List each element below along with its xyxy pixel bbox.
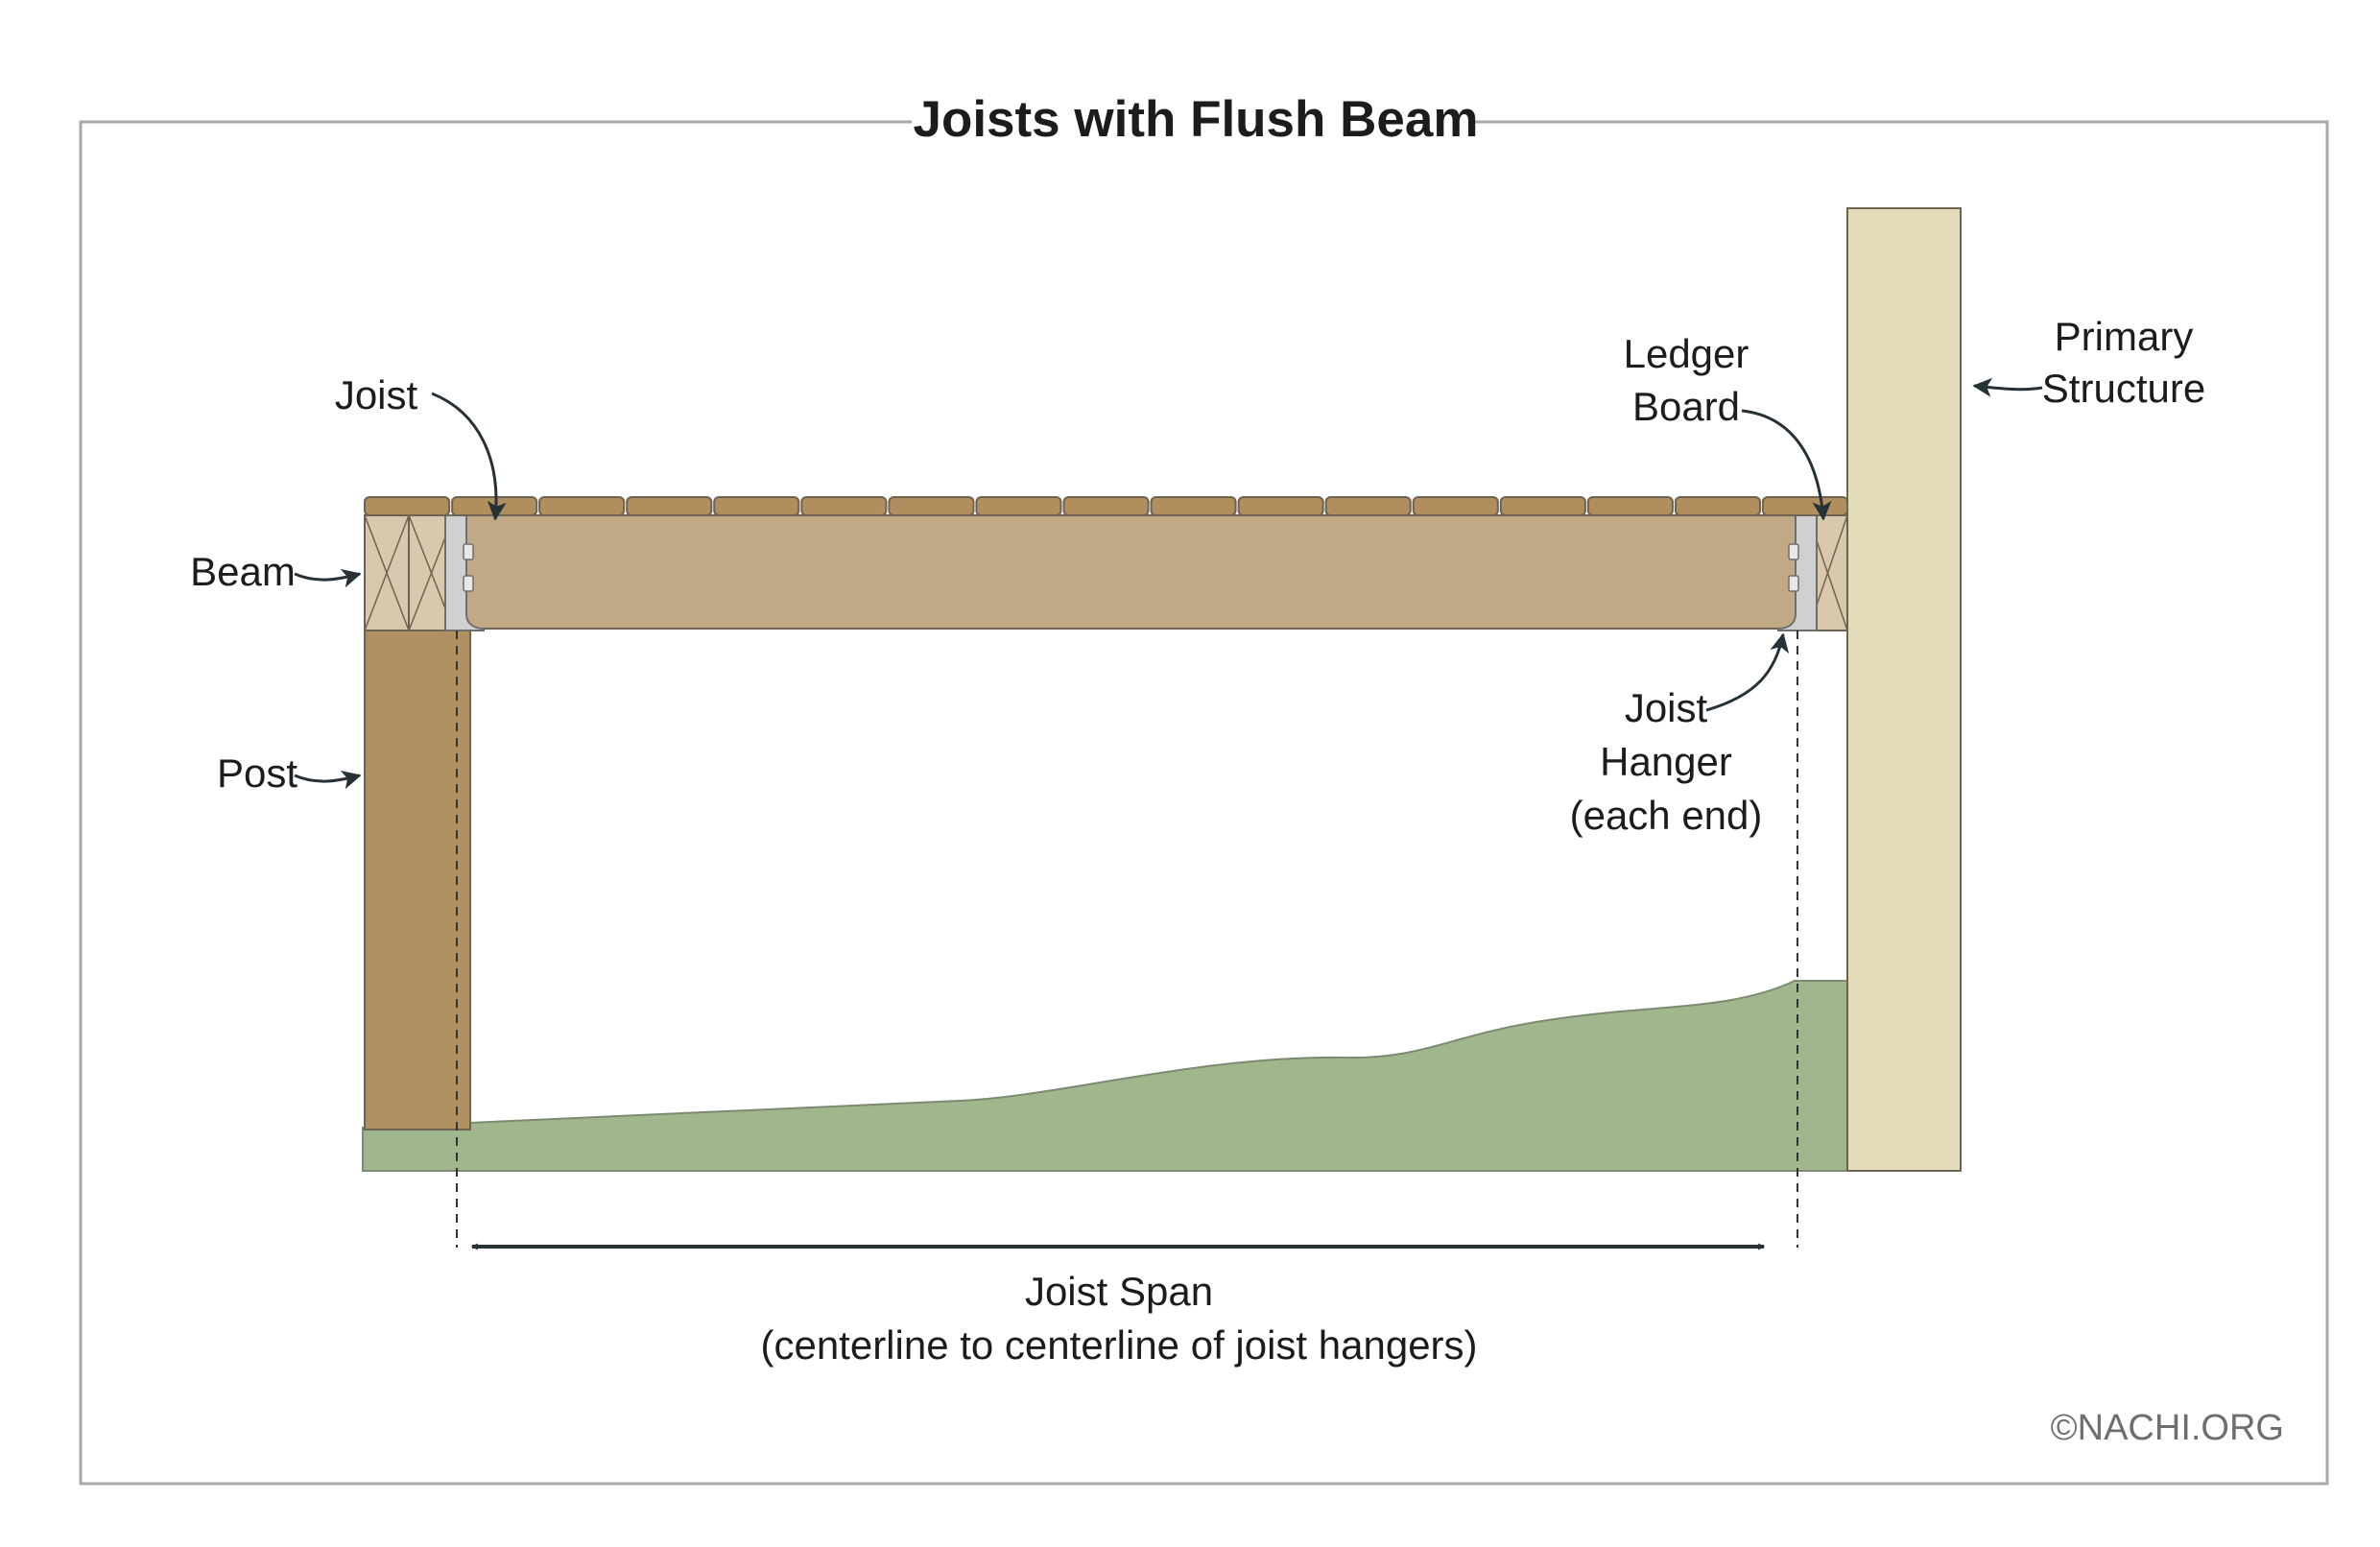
decking-board: [1499, 496, 1586, 516]
beam: [364, 514, 455, 631]
decking: [364, 496, 1849, 516]
primary-structure-callout-arrow: [1972, 377, 2043, 397]
outer-frame: [79, 120, 2329, 1486]
ledger-callout-arrow: [1741, 409, 1832, 521]
decking-board: [975, 496, 1062, 516]
joist-hanger-label-line1: Joist: [1625, 685, 1708, 730]
joist-span-sublabel: (centerline to centerline of joist hange…: [760, 1322, 1477, 1368]
beam-callout-arrow: [294, 568, 362, 588]
primary-structure-label-line2: Structure: [2042, 366, 2205, 411]
post-label: Post: [217, 750, 298, 796]
beam-label: Beam: [190, 549, 296, 594]
decking-board: [1324, 496, 1412, 516]
decking-board: [538, 496, 626, 516]
copyright-credit: ©NACHI.ORG: [2051, 1408, 2284, 1448]
decking-board: [1237, 496, 1324, 516]
joist-span-label: Joist Span: [1025, 1269, 1213, 1314]
decking-board: [800, 496, 888, 516]
decking-board: [1586, 496, 1674, 516]
decking-board: [888, 496, 975, 516]
ledger-board-label-line2: Board: [1632, 384, 1740, 429]
primary-structure-label-line1: Primary: [2055, 314, 2194, 359]
joist-hanger-left: [444, 514, 485, 631]
joist-callout-arrow: [431, 392, 507, 521]
decking-board: [1062, 496, 1150, 516]
joist-hanger-label-line3: (each end): [1570, 793, 1763, 838]
joist-hanger-label-line2: Hanger: [1600, 739, 1732, 784]
diagram-title: Joists with Flush Beam: [913, 91, 1478, 148]
joist: [453, 514, 1809, 630]
post-callout-arrow: [294, 770, 362, 790]
decking-board: [1761, 496, 1849, 516]
ground: [362, 980, 1848, 1172]
joist-hanger-right: [1777, 514, 1818, 631]
decking-board: [1674, 496, 1762, 516]
decking-board: [626, 496, 713, 516]
decking-board: [1150, 496, 1237, 516]
decking-board: [1412, 496, 1499, 516]
joist-label: Joist: [335, 372, 418, 417]
primary-structure: [1846, 207, 1962, 1172]
decking-board: [713, 496, 800, 516]
ledger-board-label-line1: Ledger: [1624, 331, 1749, 376]
decking-board: [364, 496, 451, 516]
post: [364, 630, 471, 1130]
hanger-callout-arrow: [1705, 632, 1790, 712]
